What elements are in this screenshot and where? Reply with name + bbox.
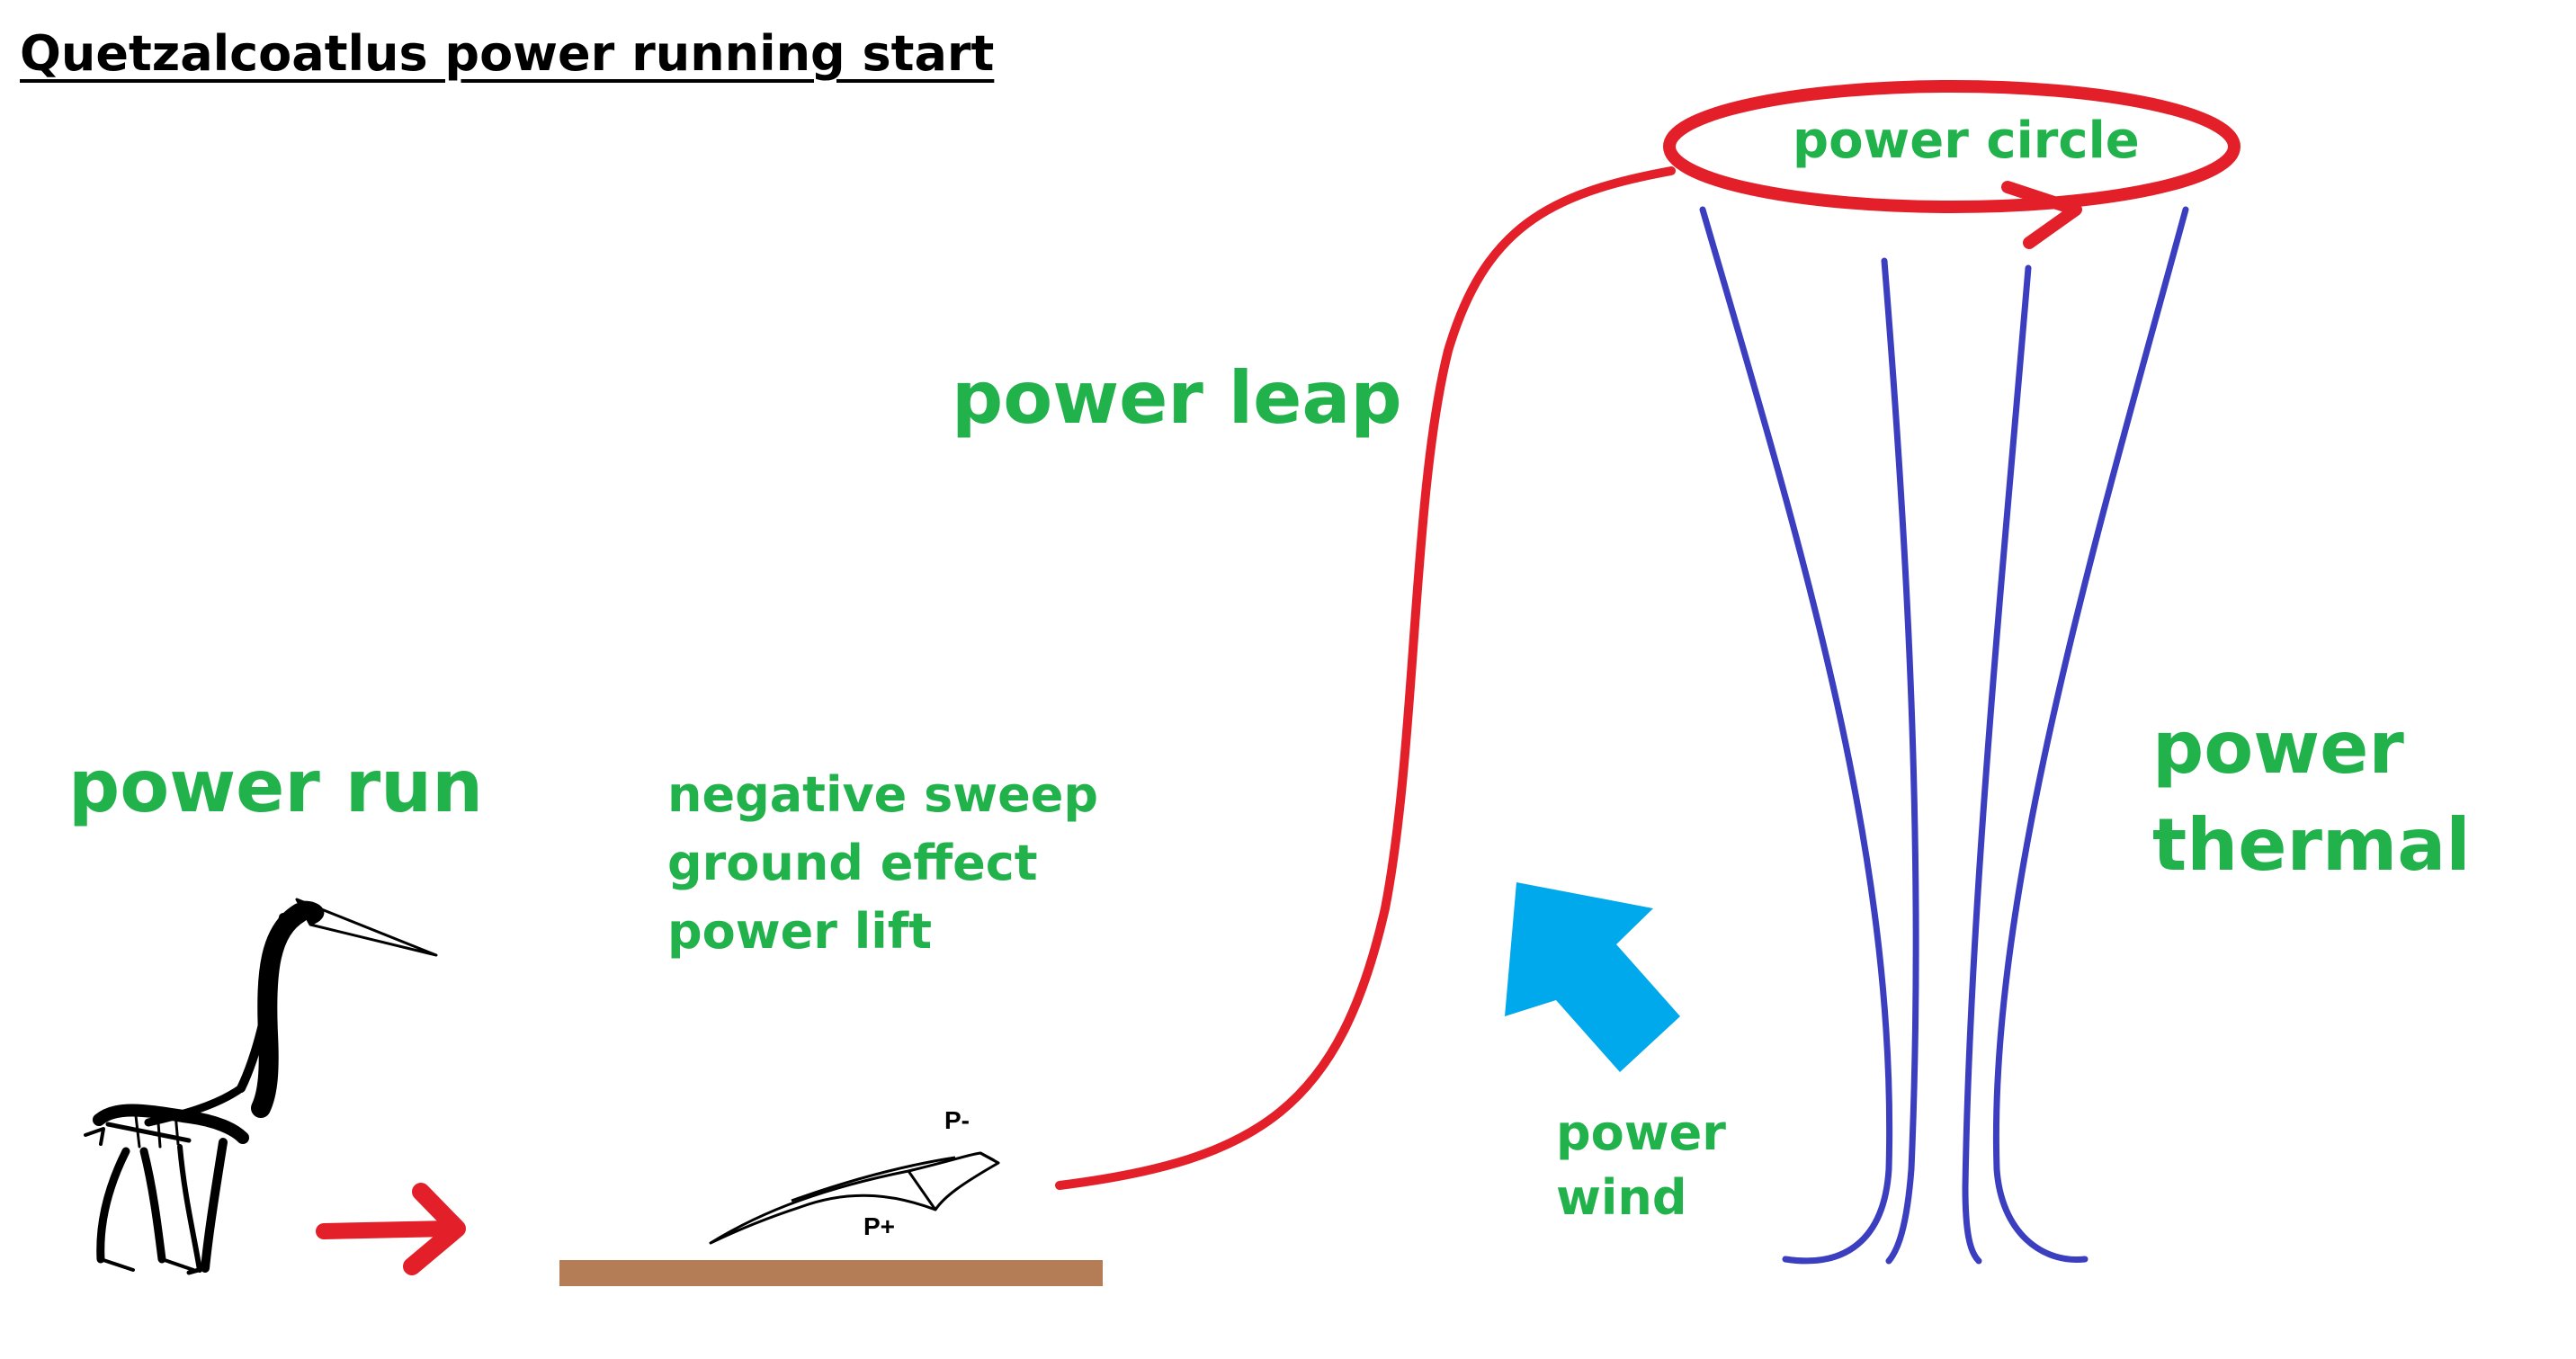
power-circle-ellipse bbox=[1663, 80, 2241, 213]
label-power-thermal-line2: thermal bbox=[2152, 803, 2471, 887]
label-power-circle: power circle bbox=[1793, 112, 2140, 170]
label-ground-effect: ground effect bbox=[667, 835, 1038, 891]
red-arrow-icon bbox=[316, 1183, 466, 1275]
wing-profile-icon bbox=[709, 1151, 1000, 1245]
power-leap-path bbox=[1055, 166, 1676, 1190]
label-power-leap: power leap bbox=[952, 356, 1402, 440]
label-negative-sweep: negative sweep bbox=[667, 766, 1099, 823]
quetzalcoatlus-skeleton-icon bbox=[84, 898, 438, 1275]
label-power-thermal-line1: power bbox=[2152, 706, 2404, 790]
circle-arrowhead bbox=[2001, 181, 2082, 249]
thermal-line-2 bbox=[1881, 257, 1919, 1265]
thermal-line-4 bbox=[1992, 206, 2189, 1263]
label-power-wind-line2: wind bbox=[1556, 1169, 1687, 1226]
label-p-minus: P- bbox=[944, 1106, 970, 1134]
page-title: Quetzalcoatlus power running start bbox=[20, 25, 995, 82]
label-power-lift: power lift bbox=[667, 903, 933, 960]
blue-arrow-icon bbox=[1505, 882, 1680, 1072]
label-power-run: power run bbox=[68, 745, 484, 828]
thermal-lines bbox=[1699, 206, 2189, 1265]
thermal-line-1 bbox=[1699, 206, 1893, 1265]
thermal-line-3 bbox=[1962, 264, 2032, 1265]
ground-bar bbox=[559, 1260, 1103, 1286]
label-p-plus: P+ bbox=[863, 1212, 896, 1240]
label-power-wind-line1: power bbox=[1556, 1104, 1726, 1161]
